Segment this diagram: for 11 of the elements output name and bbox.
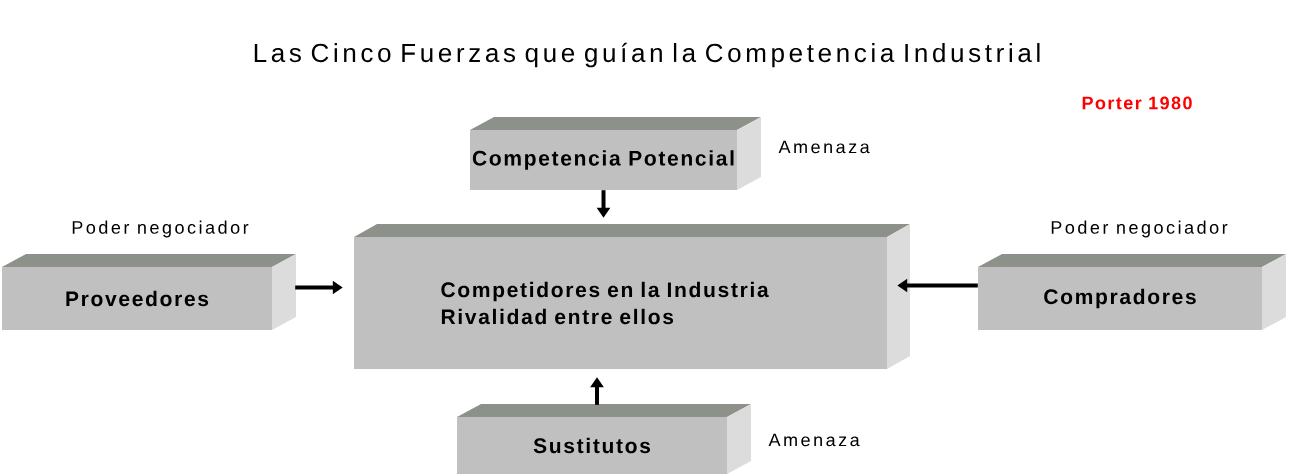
box: Sustitutos	[457, 404, 751, 474]
title: Las Cinco Fuerzas que guían la Competencia Industrial	[254, 42, 1040, 68]
citation: Porter 1980	[1082, 96, 1192, 110]
side-label: Amenaza	[768, 433, 860, 447]
side-label: Poder negociador	[72, 220, 249, 238]
side-label: Amenaza	[778, 140, 870, 154]
box: Competencia Potencial	[470, 117, 761, 190]
side-label: Poder negociador	[1051, 220, 1228, 238]
box: Proveedores	[2, 254, 296, 330]
box: Compradores	[978, 254, 1286, 330]
box: Competidores en la Industria Rivalidad entre ellos	[354, 224, 910, 369]
